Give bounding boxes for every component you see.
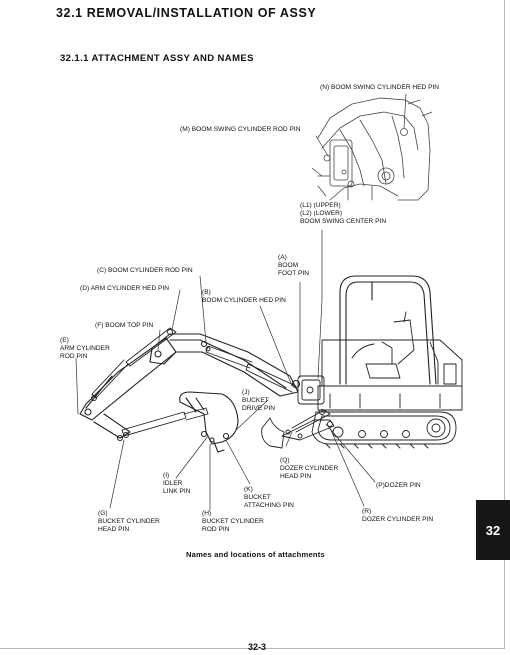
- chapter-tab: 32: [476, 500, 510, 560]
- leader-lines: [75, 93, 407, 511]
- label-c-boom-cylinder-rod-pin: (C) BOOM CYLINDER ROD PIN: [97, 267, 193, 274]
- label-r-dozer-cylinder-pin: (R) DOZER CYLINDER PIN: [362, 508, 434, 524]
- boom: [149, 333, 301, 397]
- upper-structure: [317, 339, 463, 411]
- cab-canopy: [339, 275, 437, 385]
- label-b-boom-cylinder-hed-pin: (B) BOOM CYLINDER HED PIN: [202, 289, 286, 305]
- label-a-boom-foot-pin: (A) BOOM FOOT PIN: [278, 254, 310, 278]
- section-heading: 32.1 REMOVAL/INSTALLATION OF ASSY: [56, 6, 317, 20]
- label-h-bucket-cylinder-rod-pin: (H) BUCKET CYLINDER ROD PIN: [202, 510, 264, 534]
- label-i-idler-link-pin: (I) IDLER LINK PIN: [163, 472, 191, 496]
- page-number: 32-3: [248, 642, 267, 652]
- label-l-boom-swing-center-pin: (L1) (UPPER) (L2) (LOWER) BOOM SWING CEN…: [300, 202, 387, 226]
- label-n-boom-swing-cylinder-hed-pin: (N) BOOM SWING CYLINDER HED PIN: [320, 84, 440, 91]
- label-j-bucket-drive-pin: (J) BUCKET DRIVE PIN: [242, 389, 275, 413]
- label-d-arm-cylinder-hed-pin: (D) ARM CYLINDER HED PIN: [80, 285, 170, 292]
- swing-bracket-inset: [311, 97, 433, 201]
- label-q-dozer-cylinder-head-pin: (Q) DOZER CYLINDER HEAD PIN: [280, 457, 339, 481]
- track-undercarriage: [311, 411, 457, 449]
- label-g-bucket-cylinder-head-pin: (G) BUCKET CYLINDER HEAD PIN: [98, 510, 160, 534]
- boom-cylinder: [205, 345, 297, 393]
- figure-caption: Names and locations of attachments: [186, 550, 325, 559]
- arm: [79, 337, 177, 442]
- operator-seat: [351, 311, 415, 379]
- bucket: [179, 391, 239, 453]
- label-m-boom-swing-cylinder-rod-pin: (M) BOOM SWING CYLINDER ROD PIN: [180, 126, 301, 133]
- label-e-arm-cylinder-rod-pin: (E) ARM CYLINDER ROD PIN: [60, 337, 110, 361]
- dozer-blade: [261, 409, 335, 449]
- label-p-dozer-pin: (P)DOZER PIN: [376, 482, 421, 489]
- bucket-cylinder: [121, 407, 209, 438]
- label-f-boom-top-pin: (F) BOOM TOP PIN: [95, 322, 154, 329]
- label-k-bucket-attaching-pin: (K) BUCKET ATTACHING PIN: [244, 486, 294, 510]
- swing-bracket: [297, 375, 325, 405]
- subsection-heading: 32.1.1 ATTACHMENT ASSY AND NAMES: [60, 53, 254, 64]
